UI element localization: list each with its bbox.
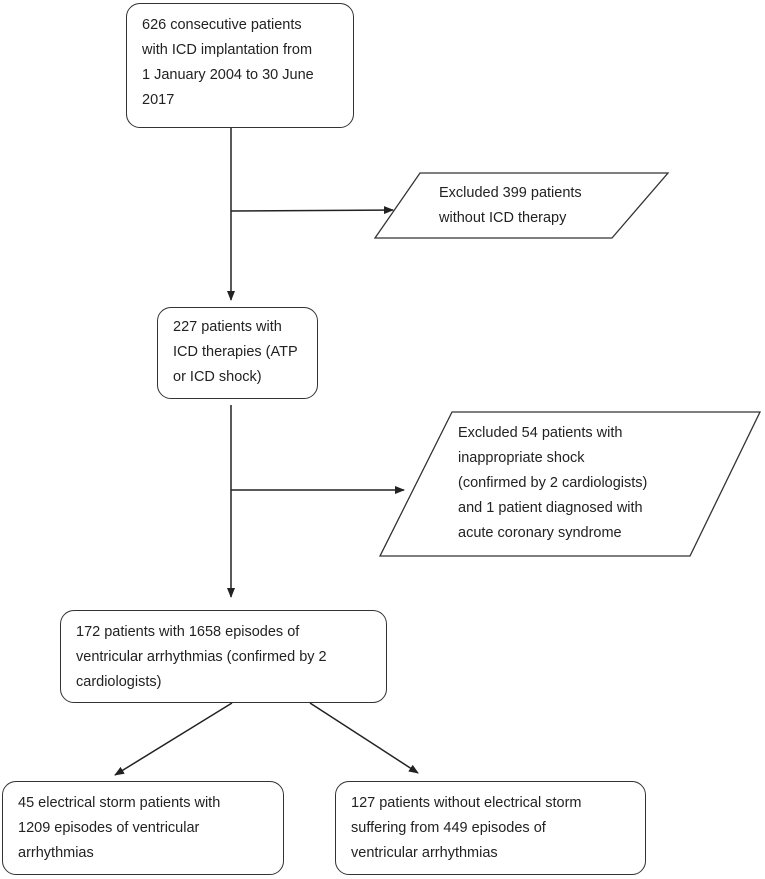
storm-line-3: arrhythmias (18, 845, 94, 861)
exclusion-2-text: Excluded 54 patients with inappropriate … (458, 421, 647, 546)
exclusion-1-line-1: Excluded 399 patients (439, 185, 582, 201)
arrow-to-exclusion-1 (230, 206, 394, 215)
va-line-1: 172 patients with 1658 episodes of (76, 624, 300, 640)
therapies-line-2: ICD therapies (ATP (173, 344, 298, 360)
exclusion-2-line-4: and 1 patient diagnosed with (458, 500, 643, 516)
va-line-3: cardiologists) (76, 674, 162, 690)
exclusion-1-shape (373, 172, 670, 239)
exclusion-1-line-2: without ICD therapy (439, 210, 567, 226)
storm-line-2: 1209 episodes of ventricular (18, 820, 200, 836)
exclusion-2-line-2: inappropriate shock (458, 450, 585, 466)
start-line-2: with ICD implantation from (142, 42, 313, 58)
no-storm-line-1: 127 patients without electrical storm (351, 795, 582, 811)
va-patients-box: 172 patients with 1658 episodes of ventr… (60, 610, 387, 703)
therapies-box: 227 patients with ICD therapies (ATP or … (157, 307, 318, 399)
start-box: 626 consecutive patients with ICD implan… (126, 3, 354, 128)
arrow-va-to-no-storm (309, 702, 419, 774)
storm-line-1: 45 electrical storm patients with (18, 795, 221, 811)
exclusion-2-shape (378, 411, 762, 557)
storm-box: 45 electrical storm patients with 1209 e… (2, 781, 284, 875)
va-line-2: ventricular arrhythmias (confirmed by 2 (76, 649, 327, 665)
start-line-4: 2017 (142, 92, 175, 108)
exclusion-2-line-1: Excluded 54 patients with (458, 425, 623, 441)
therapies-line-1: 227 patients with (173, 319, 282, 335)
no-storm-line-2: suffering from 449 episodes of (351, 820, 546, 836)
start-line-3: 1 January 2004 to 30 June (142, 67, 314, 83)
no-storm-box: 127 patients without electrical storm su… (335, 781, 646, 875)
start-line-1: 626 consecutive patients (142, 17, 302, 33)
exclusion-2-line-5: acute coronary syndrome (458, 525, 622, 541)
exclusion-1-text: Excluded 399 patients without ICD therap… (439, 181, 582, 231)
therapies-line-3: or ICD shock) (173, 369, 262, 385)
no-storm-line-3: ventricular arrhythmias (351, 845, 498, 861)
exclusion-2-line-3: (confirmed by 2 cardiologists) (458, 475, 648, 491)
arrow-va-to-storm (114, 702, 233, 776)
